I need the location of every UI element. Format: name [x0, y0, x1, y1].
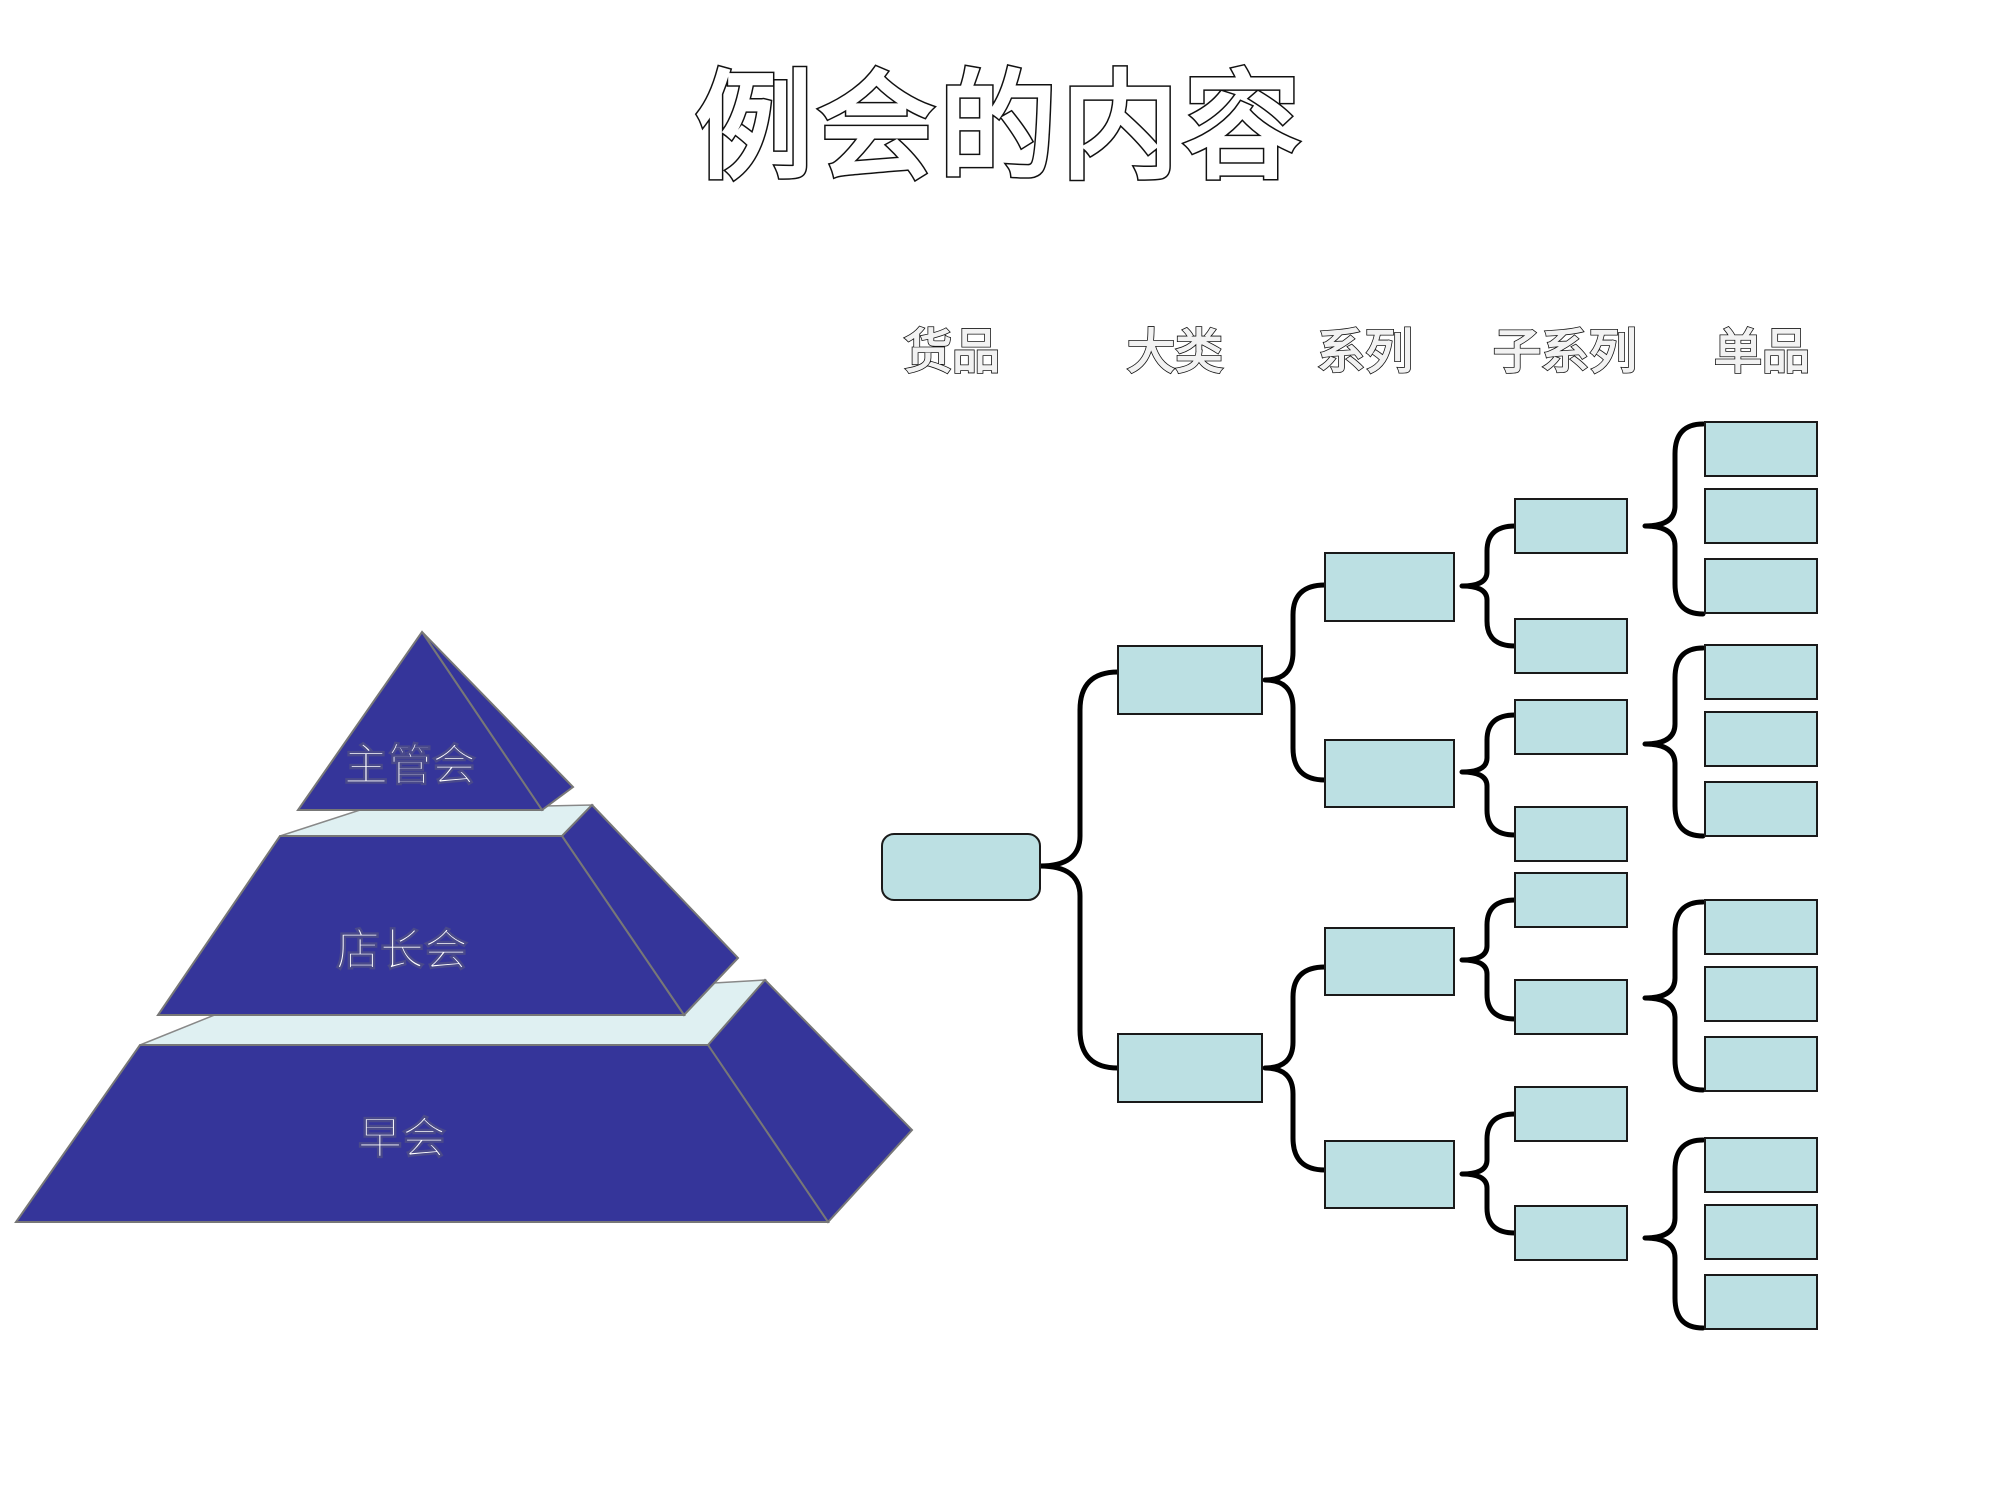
node-subseries	[1514, 498, 1628, 554]
node-subseries	[1514, 872, 1628, 928]
node-item	[1704, 421, 1818, 477]
node-goods-root	[881, 833, 1041, 901]
header-goods: 货品	[904, 324, 1000, 380]
node-category	[1117, 1033, 1263, 1103]
pyramid-front-top	[296, 630, 544, 811]
node-item	[1704, 1137, 1818, 1193]
node-series	[1324, 927, 1455, 996]
brace-subseries-2	[1642, 645, 1706, 839]
node-subseries	[1514, 806, 1628, 862]
node-series	[1324, 1140, 1455, 1209]
brace-series-2	[1459, 712, 1518, 838]
pyramid-front-middle	[156, 835, 686, 1016]
node-item	[1704, 711, 1818, 767]
node-subseries	[1514, 1205, 1628, 1261]
pyramid-tier-label-top: 主管会	[344, 740, 476, 791]
pyramid: 主管会 店长会 早会	[14, 630, 914, 1224]
slide-title: 例会的内容	[695, 57, 1305, 196]
header-item: 单品	[1714, 324, 1810, 380]
node-series	[1324, 739, 1455, 808]
tree-connectors	[1037, 421, 1706, 1331]
node-subseries	[1514, 618, 1628, 674]
node-item	[1704, 899, 1818, 955]
node-item	[1704, 781, 1818, 837]
node-series	[1324, 552, 1455, 622]
node-category	[1117, 645, 1263, 715]
brace-series-3	[1459, 897, 1518, 1022]
node-item	[1704, 1204, 1818, 1260]
header-category: 大类	[1127, 324, 1223, 380]
node-subseries	[1514, 979, 1628, 1035]
node-item	[1704, 644, 1818, 700]
brace-subseries-3	[1642, 899, 1706, 1093]
node-item	[1704, 1036, 1818, 1092]
brace-series-1	[1459, 523, 1518, 649]
pyramid-tier-label-middle: 店长会	[336, 925, 468, 976]
header-series: 系列	[1317, 324, 1413, 380]
brace-subseries-1	[1642, 421, 1706, 617]
node-subseries	[1514, 1086, 1628, 1142]
brace-root	[1037, 669, 1121, 1071]
brace-category-1	[1262, 582, 1328, 783]
node-item	[1704, 1274, 1818, 1330]
tree-headers: 货品 大类 系列 子系列 单品	[903, 323, 1811, 381]
header-subseries: 子系列	[1493, 324, 1637, 380]
brace-category-2	[1262, 964, 1328, 1173]
node-item	[1704, 488, 1818, 544]
brace-series-4	[1459, 1111, 1518, 1236]
pyramid-tier-label-bottom: 早会	[358, 1113, 446, 1164]
node-subseries	[1514, 699, 1628, 755]
node-item	[1704, 558, 1818, 614]
brace-subseries-4	[1642, 1137, 1706, 1331]
node-item	[1704, 966, 1818, 1022]
pyramid-front-bottom	[14, 1044, 830, 1223]
tree-nodes	[881, 421, 1818, 1330]
